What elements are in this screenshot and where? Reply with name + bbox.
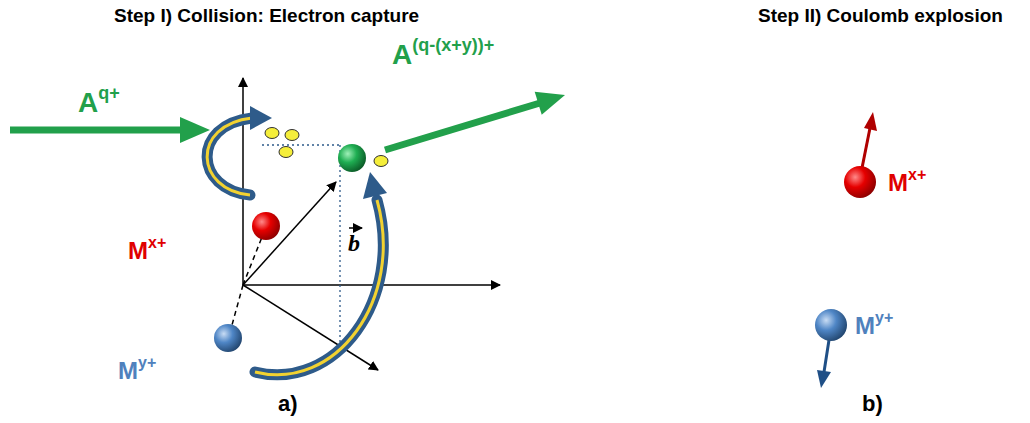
charge-state: y+ [138, 354, 156, 372]
charge-state: x+ [148, 234, 166, 252]
ion-symbol: M [128, 238, 148, 264]
charge-state: (q-(x+y))+ [412, 36, 494, 56]
panel-title: Step I) Collision: Electron capture [114, 6, 419, 27]
charge-state: x+ [908, 166, 926, 184]
ion-symbol: A [392, 40, 412, 71]
ion-symbol: M [118, 358, 138, 384]
vector-label: b [348, 230, 360, 256]
panel-label: b) [862, 392, 883, 416]
ion-symbol: A [78, 88, 98, 119]
charge-state: y+ [875, 309, 893, 327]
panel-label: a) [278, 392, 298, 416]
ion-symbol: M [888, 170, 908, 196]
panel-title: Step II) Coulomb explosion [758, 6, 1003, 27]
charge-state: q+ [98, 84, 120, 104]
ion-symbol: M [855, 313, 875, 339]
